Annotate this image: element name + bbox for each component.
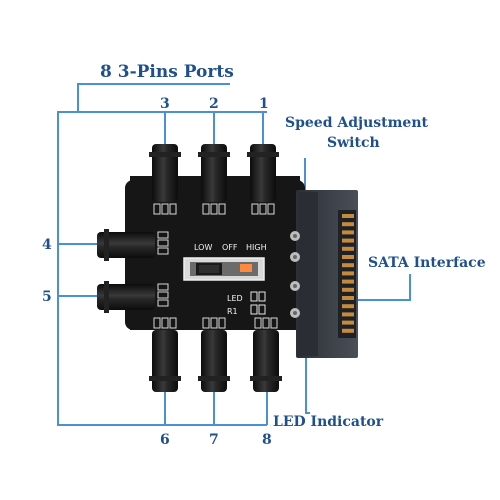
header-pin	[202, 203, 210, 215]
sata-pin	[342, 214, 354, 218]
solder-pad-hole	[293, 255, 297, 259]
header-pin	[157, 247, 169, 255]
header-pin	[210, 203, 218, 215]
sata-pin	[342, 296, 354, 300]
solder-pad-hole	[293, 284, 297, 288]
header-pin	[210, 317, 218, 329]
fan-port-8	[250, 330, 282, 392]
header-pin	[270, 317, 278, 329]
sata-connector	[296, 190, 358, 358]
header-pin	[169, 203, 177, 215]
speed-switch-label-line1: Speed Adjustment	[285, 115, 429, 131]
fan-port-5	[97, 281, 155, 313]
header-pin	[259, 203, 267, 215]
fan-port-4	[97, 229, 155, 261]
sata-interface-label: SATA Interface	[368, 255, 486, 271]
led-indicator-label: LED Indicator	[273, 414, 384, 430]
sata-pin	[342, 304, 354, 309]
header-pin	[169, 317, 177, 329]
header-pin	[218, 203, 226, 215]
header-pin	[254, 317, 262, 329]
port-number-1: 1	[259, 96, 269, 112]
port-number-2: 2	[209, 96, 219, 112]
fan-port-3	[149, 144, 181, 202]
port-number-7: 7	[209, 432, 219, 448]
switch-label-low: LOW	[194, 243, 212, 252]
speed-switch-label-line2: Switch	[327, 135, 380, 151]
switch-label-off: OFF	[222, 243, 238, 252]
port-number-6: 6	[160, 432, 170, 448]
fan-port-1	[247, 144, 279, 202]
header-pin	[161, 317, 169, 329]
port-number-3: 3	[160, 96, 170, 112]
sata-pin	[342, 271, 354, 276]
header-pin	[262, 317, 270, 329]
header-pin	[267, 203, 275, 215]
sata-pins	[342, 214, 354, 333]
sata-pin	[342, 246, 354, 251]
sata-pin	[342, 255, 354, 259]
header-pin	[157, 239, 169, 247]
board-label-r1: R1	[227, 307, 238, 316]
sata-pin	[342, 263, 354, 268]
sata-pin	[342, 279, 354, 284]
header-pin	[157, 283, 169, 291]
board-label-led: LED	[227, 294, 243, 303]
header-pin	[153, 203, 161, 215]
sata-pin	[342, 312, 354, 317]
fan-port-6	[149, 330, 181, 392]
ports-title: 8 3-Pins Ports	[100, 62, 234, 82]
sata-pin	[342, 222, 354, 227]
header-pin-outlines	[153, 203, 278, 329]
header-pin	[153, 317, 161, 329]
fan-port-2	[198, 144, 230, 202]
led-indicator	[240, 264, 266, 315]
header-pin	[157, 231, 169, 239]
solder-pads	[290, 231, 300, 318]
solder-pad-hole	[293, 311, 297, 315]
sata-pin	[342, 328, 354, 333]
solder-pad-hole	[293, 234, 297, 238]
header-pin	[157, 299, 169, 307]
header-pin	[157, 291, 169, 299]
header-pin	[202, 317, 210, 329]
switch-label-high: HIGH	[246, 243, 267, 252]
port-number-5: 5	[42, 289, 52, 305]
header-pin	[218, 317, 226, 329]
sata-pin	[342, 287, 354, 292]
sata-pin	[342, 230, 354, 235]
fan-port-7	[198, 330, 230, 392]
port-number-4: 4	[42, 237, 52, 253]
header-pin	[161, 203, 169, 215]
sata-pin	[342, 238, 354, 243]
sata-pin	[342, 320, 354, 325]
header-pin	[251, 203, 259, 215]
port-number-8: 8	[262, 432, 272, 448]
